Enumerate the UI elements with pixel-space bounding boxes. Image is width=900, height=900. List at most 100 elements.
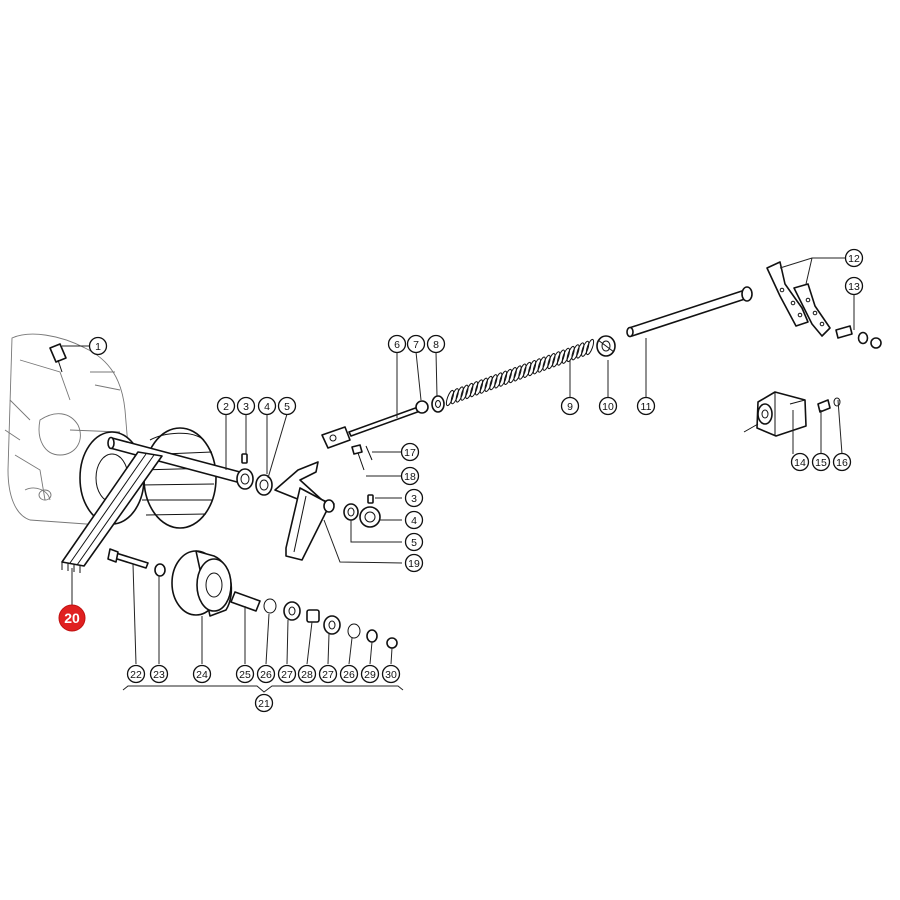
callout-circle [339, 664, 359, 684]
brackets-12 [766, 261, 831, 337]
callout-circle [297, 664, 317, 684]
callout-circle [404, 553, 424, 573]
callout-number: 8 [433, 339, 439, 351]
spring-coil [503, 368, 513, 385]
callout-number: 12 [848, 253, 860, 265]
callout-number: 10 [602, 401, 614, 413]
callout-1: 1 [88, 336, 108, 356]
callout-22: 22 [126, 664, 146, 684]
callout-circle [149, 664, 169, 684]
callout-number: 16 [836, 457, 848, 469]
callout-circle [192, 664, 212, 684]
spring-coil [523, 361, 532, 378]
callout-number: 24 [196, 669, 208, 681]
callout-circle [236, 396, 256, 416]
callout-circle [404, 488, 424, 508]
callout-circle [844, 248, 864, 268]
callout-number: 11 [641, 401, 652, 413]
spring-coil [445, 389, 455, 407]
callout-2: 2 [216, 396, 236, 416]
callout-11: 11 [636, 396, 656, 416]
spring-coil [571, 344, 580, 361]
callout-circle [88, 336, 108, 356]
spring-coil [566, 345, 575, 363]
callout-circle [277, 396, 297, 416]
spring-coil [479, 377, 488, 394]
callout-5: 5 [404, 532, 424, 552]
bracket-14 [743, 391, 807, 437]
idler-assembly-21 [107, 548, 398, 649]
bolt-15-washer-16 [817, 397, 841, 413]
callout-number: 3 [411, 493, 417, 505]
pin-17-bolt-18 [351, 444, 373, 471]
callout-circle [560, 396, 580, 416]
callout-6: 6 [387, 334, 407, 354]
bushing-set-upper [236, 453, 273, 496]
callout-number: 2 [223, 401, 229, 413]
callout-circle [254, 693, 274, 713]
callout-26: 26 [256, 664, 276, 684]
bolt-13-set [835, 325, 882, 349]
spring-coil [518, 363, 527, 380]
callout-circle [387, 334, 407, 354]
callout-circle [257, 396, 277, 416]
callout-circle [400, 466, 420, 486]
spring-coil [450, 388, 459, 405]
callout-number: 27 [281, 669, 293, 681]
callout-circle [426, 334, 446, 354]
callout-circle [404, 510, 424, 530]
callout-circle [404, 532, 424, 552]
callout-circle [360, 664, 380, 684]
callout-circle [381, 664, 401, 684]
callout-number: 1 [95, 341, 101, 353]
callout-20-highlight: 20 [58, 604, 86, 632]
callout-circle [235, 664, 255, 684]
callout-number: 25 [239, 669, 251, 681]
callout-4: 4 [257, 396, 277, 416]
callout-circle [790, 452, 810, 472]
callout-17: 17 [400, 442, 420, 462]
callout-circle [832, 452, 852, 472]
spring-coil [484, 375, 493, 392]
callout-13: 13 [844, 276, 864, 296]
callout-number: 22 [130, 669, 142, 681]
callout-24: 24 [192, 664, 212, 684]
callout-number: 3 [243, 401, 249, 413]
callout-19: 19 [404, 553, 424, 573]
spring-coil [581, 340, 590, 357]
callout-number: 19 [408, 558, 420, 570]
callout-27: 27 [277, 664, 297, 684]
tension-arm-19 [274, 461, 335, 561]
spring-coil [542, 354, 551, 371]
callout-number: 4 [411, 515, 417, 527]
rod-11 [626, 286, 753, 338]
spring-coil [465, 382, 474, 400]
callout-3: 3 [236, 396, 256, 416]
callout-3: 3 [404, 488, 424, 508]
callout-number: 30 [385, 669, 397, 681]
callout-12: 12 [844, 248, 864, 268]
spring-9 [445, 338, 595, 407]
callout-circle [277, 664, 297, 684]
spring-coil [552, 351, 561, 368]
callout-number: 28 [301, 669, 313, 681]
spring-coil [537, 356, 546, 373]
callout-15: 15 [811, 452, 831, 472]
highlight-label: 20 [64, 610, 80, 626]
bolt-1 [49, 343, 67, 373]
nut-10 [596, 335, 616, 357]
callout-4: 4 [404, 510, 424, 530]
callout-number: 18 [404, 471, 416, 483]
callout-25: 25 [235, 664, 255, 684]
spring-coil [527, 360, 537, 377]
spring-coil [556, 349, 566, 366]
callout-number: 7 [413, 339, 419, 351]
callout-number: 13 [848, 281, 860, 293]
callout-number: 26 [260, 669, 272, 681]
spring-coil [489, 374, 498, 391]
callout-circle [844, 276, 864, 296]
callout-number: 26 [343, 669, 355, 681]
callout-number: 21 [258, 698, 270, 710]
